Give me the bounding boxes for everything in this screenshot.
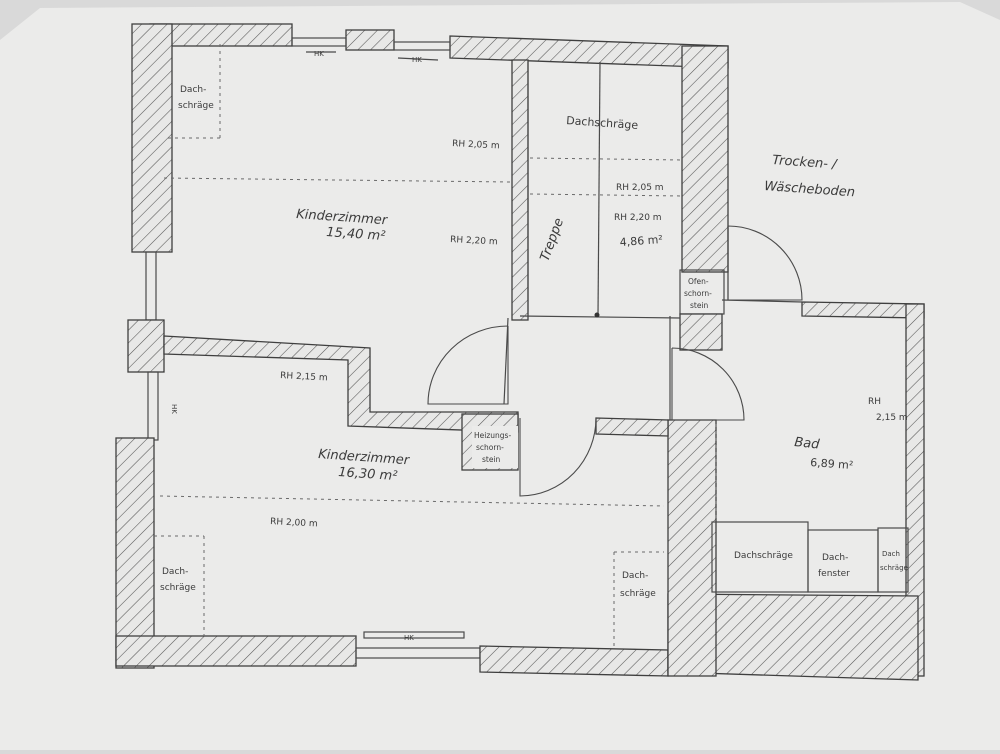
wall-bad-left — [667, 419, 717, 677]
radiator-bottom — [363, 631, 465, 639]
wall-inner-vertical — [511, 59, 529, 321]
door-bad[interactable] — [671, 347, 745, 421]
wall-inner-bad-top — [595, 417, 669, 437]
bad-small-2: schräge — [880, 564, 908, 572]
height-top-1: RH 2,05 m — [452, 139, 500, 151]
dachschraege-bl-2: schräge — [160, 583, 196, 593]
height-mid-2: RH 2,20 m — [614, 213, 662, 223]
room-area-dachschraege: 4,86 m² — [619, 233, 663, 249]
bad-small-1: Dach — [882, 550, 900, 558]
ofen-label-1: Ofen- — [688, 277, 709, 286]
hk-left: HK — [170, 404, 178, 414]
heizung-label-1: Heizungs- — [474, 431, 511, 440]
wall-bottom-left — [115, 635, 357, 667]
height-bottom-2: RH 2,00 m — [270, 517, 318, 529]
slope-line-mid — [529, 157, 683, 161]
room-name-kinderzimmer-top: Kinderzimmer — [296, 207, 390, 228]
dachschraege-bm-1: Dach- — [622, 571, 648, 581]
bad-dachfenster-1: Dach- — [822, 553, 848, 563]
hk-bottom: HK — [404, 634, 414, 642]
door-stair[interactable] — [427, 325, 509, 405]
room-name-dachschraege: Dachschräge — [566, 114, 639, 132]
hk-top-1: HK — [314, 50, 324, 58]
slope-line-bottom — [159, 495, 665, 507]
bad-box-small — [877, 527, 909, 593]
room-name-bad: Bad — [794, 435, 821, 453]
wall-right-upper — [681, 45, 729, 273]
height-bad-1: RH — [868, 397, 881, 407]
dachschraege-tl-2: schräge — [178, 101, 214, 111]
wall-left-lower — [115, 437, 155, 669]
wall-left-upper — [131, 23, 173, 253]
stair-dot — [594, 312, 600, 318]
slope-line-mid2 — [529, 193, 683, 197]
room-area-bad: 6,89 m² — [810, 456, 854, 472]
height-bad-2: 2,15 m — [876, 413, 908, 423]
dachschraege-bm-2: schräge — [620, 589, 656, 599]
heizung-label-2: schorn- — [476, 443, 504, 452]
bad-dachfenster-2: fenster — [818, 569, 850, 579]
height-mid-1: RH 2,05 m — [616, 183, 664, 193]
door-trocken[interactable] — [727, 225, 803, 301]
wall-left-chimney — [127, 319, 165, 373]
room-area-kinderzimmer-top: 15,40 m² — [326, 225, 386, 244]
wall-top-chimney — [345, 29, 395, 51]
room-name-kinderzimmer-bottom: Kinderzimmer — [318, 447, 412, 468]
hk-top-2: HK — [412, 56, 422, 64]
dachschraege-bl-1: Dach- — [162, 567, 188, 577]
ofen-label-3: stein — [690, 301, 709, 310]
radiator-top-2 — [397, 57, 439, 61]
heizung-label-3: stein — [482, 455, 501, 464]
wall-right-below-chimney — [679, 313, 723, 351]
height-top-2: RH 2,20 m — [450, 235, 498, 247]
room-area-kinderzimmer-bottom: 16,30 m² — [338, 465, 398, 484]
window-top-1 — [291, 37, 347, 47]
trocken-line1: Trocken- / — [772, 153, 839, 173]
stair-line-2 — [597, 61, 601, 317]
slope-line-top — [163, 177, 511, 183]
dachschraege-tl-1: Dach- — [180, 85, 206, 95]
trocken-line2: Wäscheboden — [764, 179, 856, 200]
window-top-2 — [393, 41, 451, 51]
ofen-label-2: schorn- — [684, 289, 712, 298]
height-bottom-1: RH 2,15 m — [280, 371, 328, 383]
hall-line — [503, 317, 509, 405]
heizung-chimney-inner — [472, 426, 518, 468]
stair-line-3 — [519, 315, 681, 319]
door-hall-bottom[interactable] — [519, 417, 597, 497]
bad-dachschraege-label: Dachschräge — [734, 551, 793, 561]
wall-bottom-right — [479, 645, 669, 677]
